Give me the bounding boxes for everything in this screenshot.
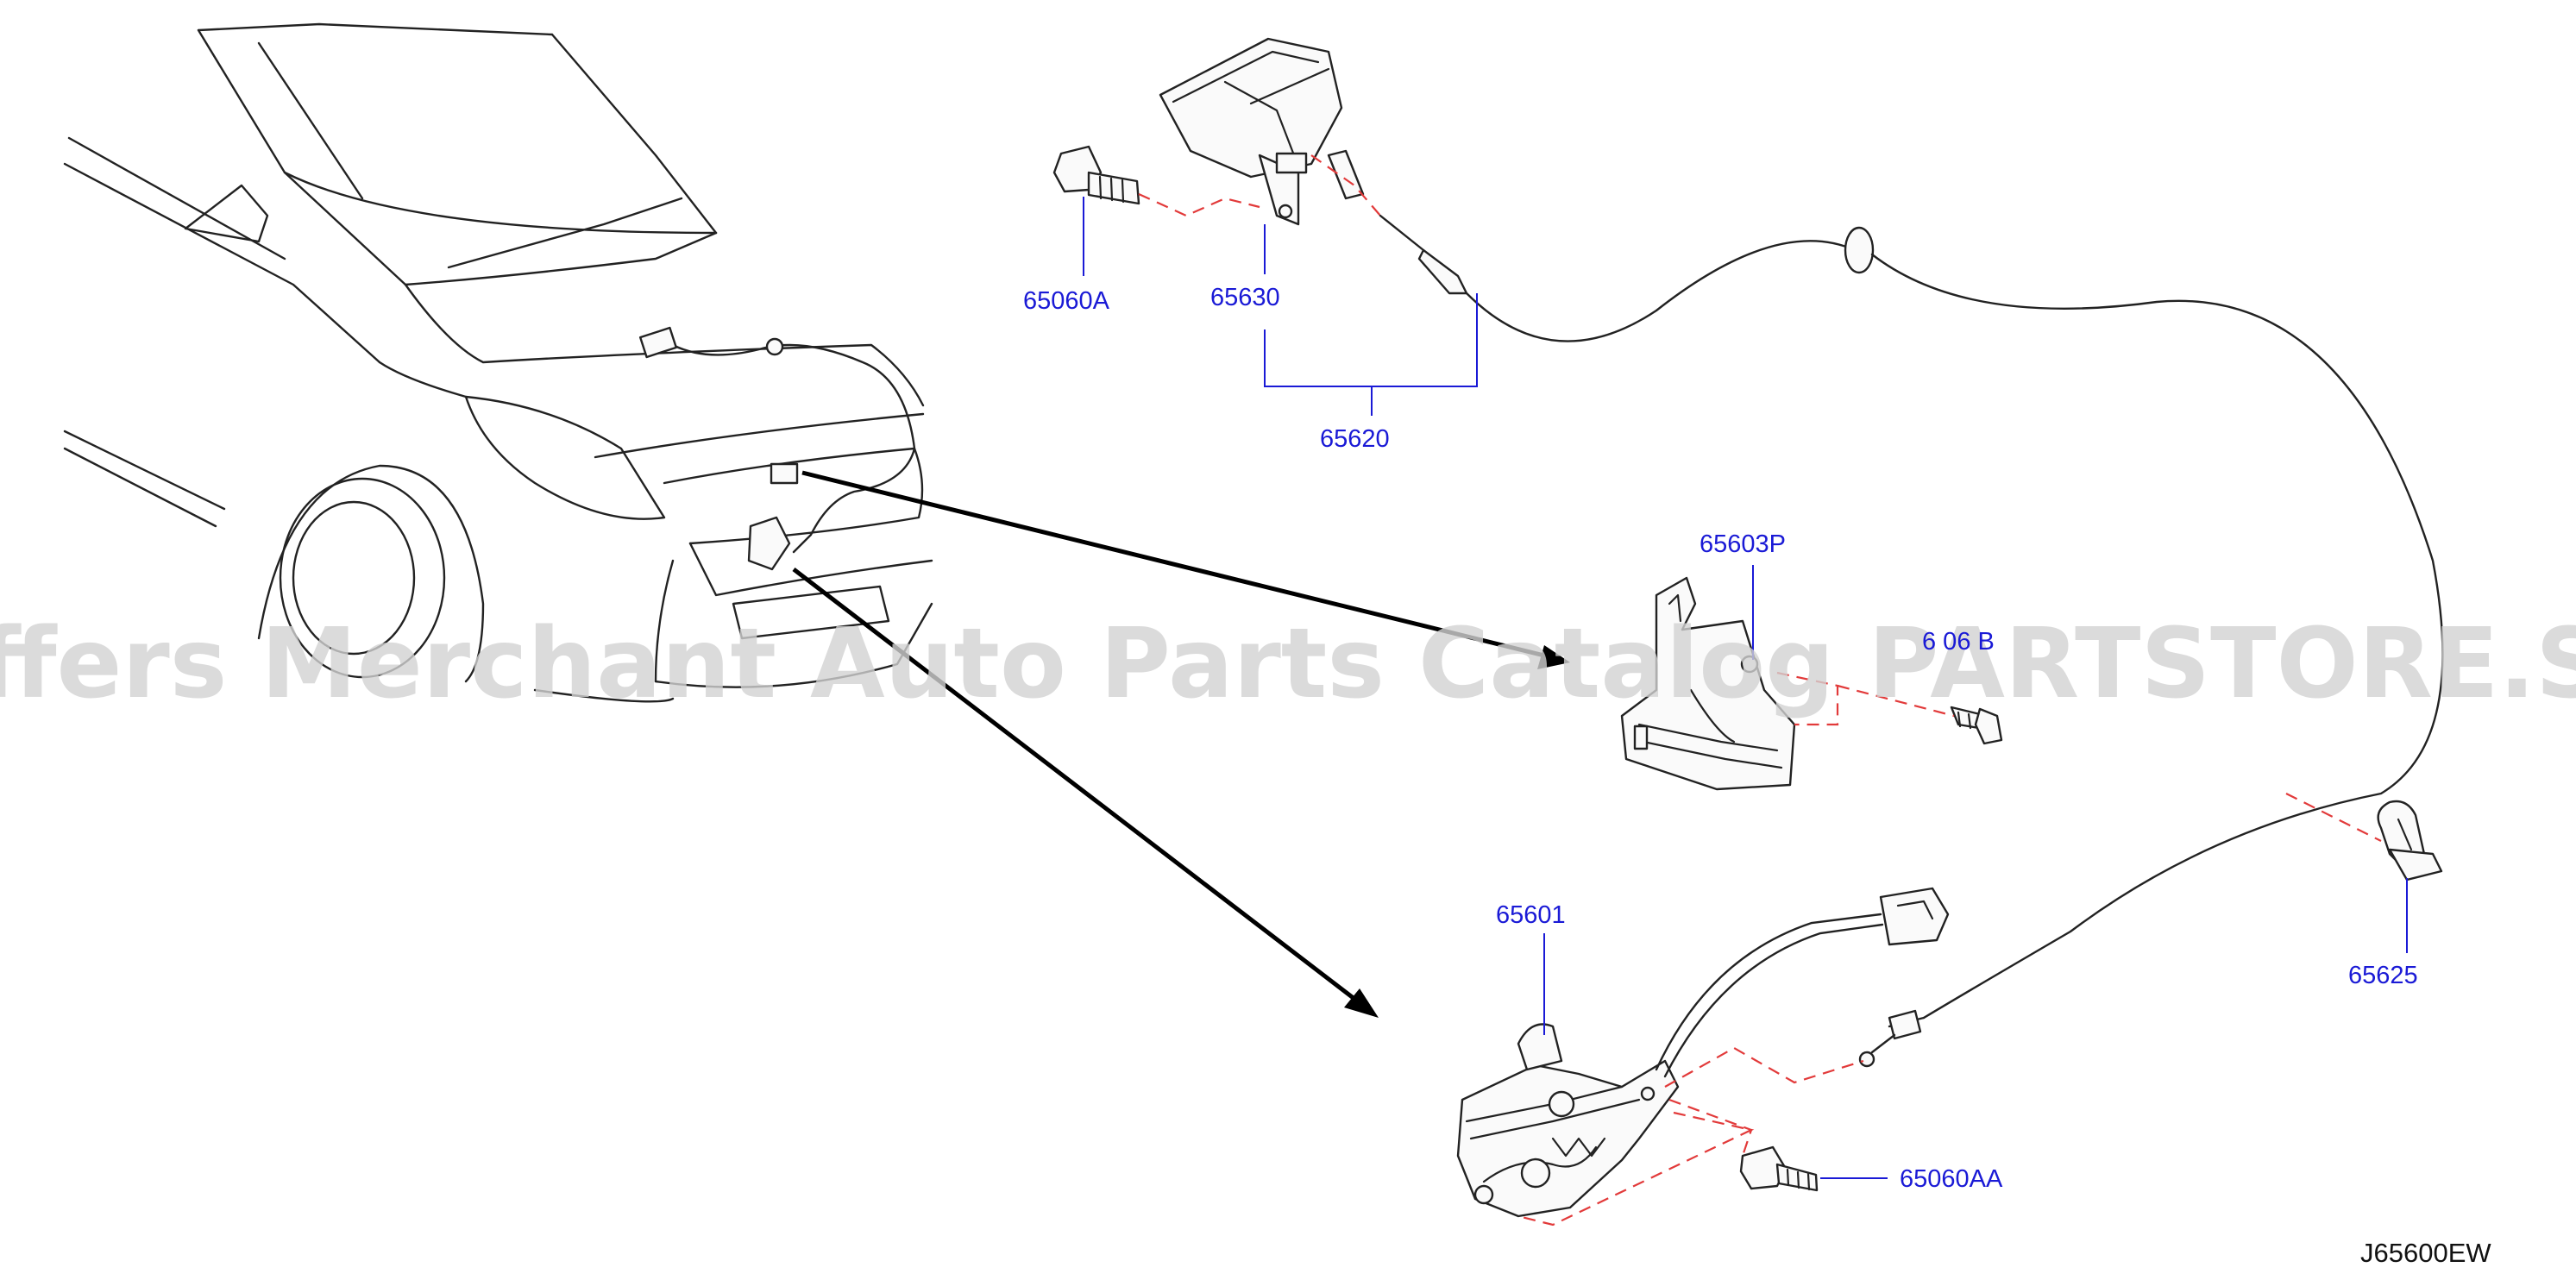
part-label-bracket-bolt[interactable]: 6 06 B: [1922, 628, 1995, 656]
car-illustration: [63, 22, 933, 703]
part-label-65060a[interactable]: 65060A: [1023, 287, 1110, 315]
part-label-65620[interactable]: 65620: [1320, 425, 1390, 453]
part-label-65625[interactable]: 65625: [2348, 962, 2418, 989]
leader-lines: [1083, 197, 2408, 1179]
clip-65625-drawing: [2377, 800, 2443, 882]
callout-arrows: [792, 470, 1570, 1018]
part-label-65630[interactable]: 65630: [1210, 284, 1280, 311]
bracket-bolt-drawing: [1950, 706, 2003, 745]
part-label-65060aa[interactable]: 65060AA: [1900, 1165, 2003, 1193]
assembly-guides: [1138, 154, 2382, 1227]
part-label-65603p[interactable]: 65603P: [1700, 530, 1786, 558]
bracket-65603p-drawing: [1620, 576, 1796, 791]
bolt-65060aa-drawing: [1739, 1145, 1819, 1192]
part-number-labels: 65060A 65630 65620 65603P 6 06 B 65625 6…: [1023, 284, 2418, 1193]
bolt-65060a-drawing: [1052, 145, 1140, 205]
watermark-text: Offers Merchant Auto Parts Catalog PARTS…: [0, 608, 2576, 720]
cable-65620-drawing: [1379, 214, 2444, 1068]
handle-65630-drawing: [1159, 37, 1365, 226]
part-label-65601[interactable]: 65601: [1496, 901, 1566, 929]
diagram-code: J65600EW: [2360, 1238, 2491, 1268]
lock-65601-drawing: [1456, 887, 1950, 1218]
